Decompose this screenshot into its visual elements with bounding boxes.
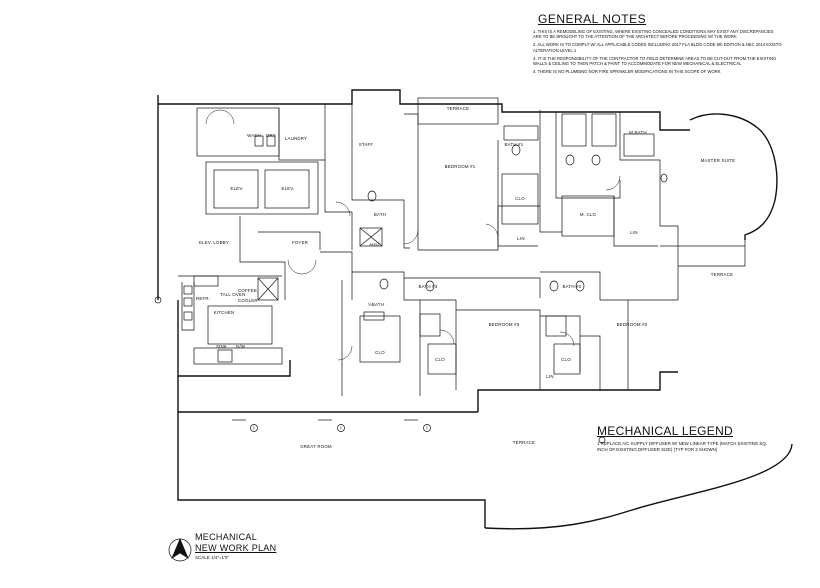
room-label-kitchen: KITCHEN bbox=[213, 310, 235, 315]
legend-callout-circle bbox=[598, 436, 606, 444]
mechanical-legend-title: MECHANICAL LEGEND bbox=[597, 424, 734, 438]
general-note-1: 1. THIS IS A REMODELING OF EXISTING, WHE… bbox=[533, 29, 774, 40]
room-label-m-bath: M.BATH bbox=[629, 130, 647, 135]
room-label-bedroom-3: BEDROOM #3 bbox=[488, 322, 520, 327]
room-label-clo-b3: CLO bbox=[435, 357, 445, 362]
room-label-dry: DRY bbox=[266, 133, 276, 138]
room-label-foyer: FOYER bbox=[291, 240, 309, 245]
room-label-bedroom-1: BEDROOM #1 bbox=[444, 164, 476, 169]
drawing-title-line-1: MECHANICAL bbox=[195, 532, 258, 542]
door-swings bbox=[205, 109, 621, 361]
exterior-walls bbox=[157, 89, 793, 530]
diffuser-callout-circle-3 bbox=[423, 424, 431, 432]
room-label-elev-2: ELEV. bbox=[281, 186, 295, 191]
room-label-lin-b2: LIN bbox=[546, 374, 554, 379]
general-note-4: 4. THERE IS NO PLUMBING NOR FIRE SPRINKL… bbox=[533, 69, 721, 75]
terrace-edges bbox=[177, 412, 485, 501]
diffuser-tag-2: 1 bbox=[339, 425, 343, 430]
room-label-elev-1: ELEV. bbox=[230, 186, 244, 191]
room-label-great-room: GREAT ROOM bbox=[300, 444, 332, 449]
room-label-elev-lobby: ELEV. LOBBY bbox=[198, 240, 230, 245]
general-note-2: 2. ALL WORK IS TO COMPLY W/ ALL APPLICAB… bbox=[533, 42, 782, 53]
room-label-m-clo: M. CLO bbox=[579, 212, 597, 217]
kitchen-label-dw: D/W bbox=[236, 344, 246, 349]
room-label-bath-1: BATH #1 bbox=[504, 142, 524, 147]
interior-walls bbox=[178, 97, 746, 396]
plumbing-fixtures bbox=[254, 113, 668, 337]
room-label-staff-bath: BATH bbox=[373, 212, 387, 217]
kitchen-label-sink: SINK bbox=[216, 344, 228, 349]
room-label-clo-left: CLO bbox=[375, 350, 385, 355]
diffuser-callout-circle-1 bbox=[250, 424, 258, 432]
column-marker bbox=[154, 296, 162, 304]
diffusers bbox=[232, 419, 606, 444]
room-label-wash: WASH bbox=[247, 133, 261, 138]
diffuser-tag-3: 1 bbox=[425, 425, 429, 430]
north-arrow-icon bbox=[168, 538, 192, 562]
room-label-staff: STAFF bbox=[358, 142, 374, 147]
general-notes-title: GENERAL NOTES bbox=[538, 12, 647, 26]
room-label-master-suite: MASTER SUITE bbox=[700, 158, 736, 163]
kitchen-layout bbox=[181, 275, 283, 365]
general-note-3: 3. IT IS THE RESPONSIBILITY OF THE CONTR… bbox=[533, 55, 777, 67]
room-label-bath-3: BATH #3 bbox=[418, 284, 438, 289]
room-label-terrace-top: TERRACE bbox=[446, 106, 470, 111]
kitchen-label-ref: REFR. bbox=[196, 296, 211, 301]
room-label-half-bath: ½BATH bbox=[367, 302, 385, 307]
room-label-terrace-right: TERRACE bbox=[710, 272, 734, 277]
kitchen-label-oven: TALL OVEN bbox=[220, 292, 246, 297]
drawing-scale: SCALE 1/4"=1'0" bbox=[195, 555, 229, 560]
drawing-title-line-2: NEW WORK PLAN bbox=[195, 543, 277, 553]
room-label-clo-top: CLO bbox=[515, 196, 525, 201]
general-notes: GENERAL NOTES 1. THIS IS A REMODELING OF… bbox=[533, 12, 783, 74]
room-label-laundry: LAUNDRY bbox=[284, 136, 308, 141]
room-label-lin-mid: LIN bbox=[630, 230, 638, 235]
drawing-title: MECHANICAL NEW WORK PLAN bbox=[195, 532, 276, 554]
drawing-title-block: MECHANICAL NEW WORK PLAN SCALE 1/4"=1'0" bbox=[195, 532, 276, 560]
room-label-clo-b2: CLO bbox=[561, 357, 571, 362]
room-label-ahu: AHU bbox=[369, 242, 379, 247]
room-label-bedroom-2: BEDROOM #2 bbox=[616, 322, 648, 327]
mechanical-legend-item-1: 1 REPLACE A/C SUPPLY DIFFUSER W/ NEW LIN… bbox=[597, 441, 767, 452]
mechanical-legend: MECHANICAL LEGEND 1 REPLACE A/C SUPPLY D… bbox=[597, 424, 767, 452]
room-label-terrace-bottom: TERRACE bbox=[512, 440, 536, 445]
room-label-bath-2: BATH #2 bbox=[562, 284, 582, 289]
room-label-lin-top: LIN bbox=[517, 236, 525, 241]
kitchen-label-cooler: COOLER bbox=[238, 298, 258, 303]
kitchen-label-coffee: COFFEE bbox=[238, 288, 258, 293]
diffuser-tag-1: 1 bbox=[252, 425, 256, 430]
diffuser-callout-circle-2 bbox=[337, 424, 345, 432]
